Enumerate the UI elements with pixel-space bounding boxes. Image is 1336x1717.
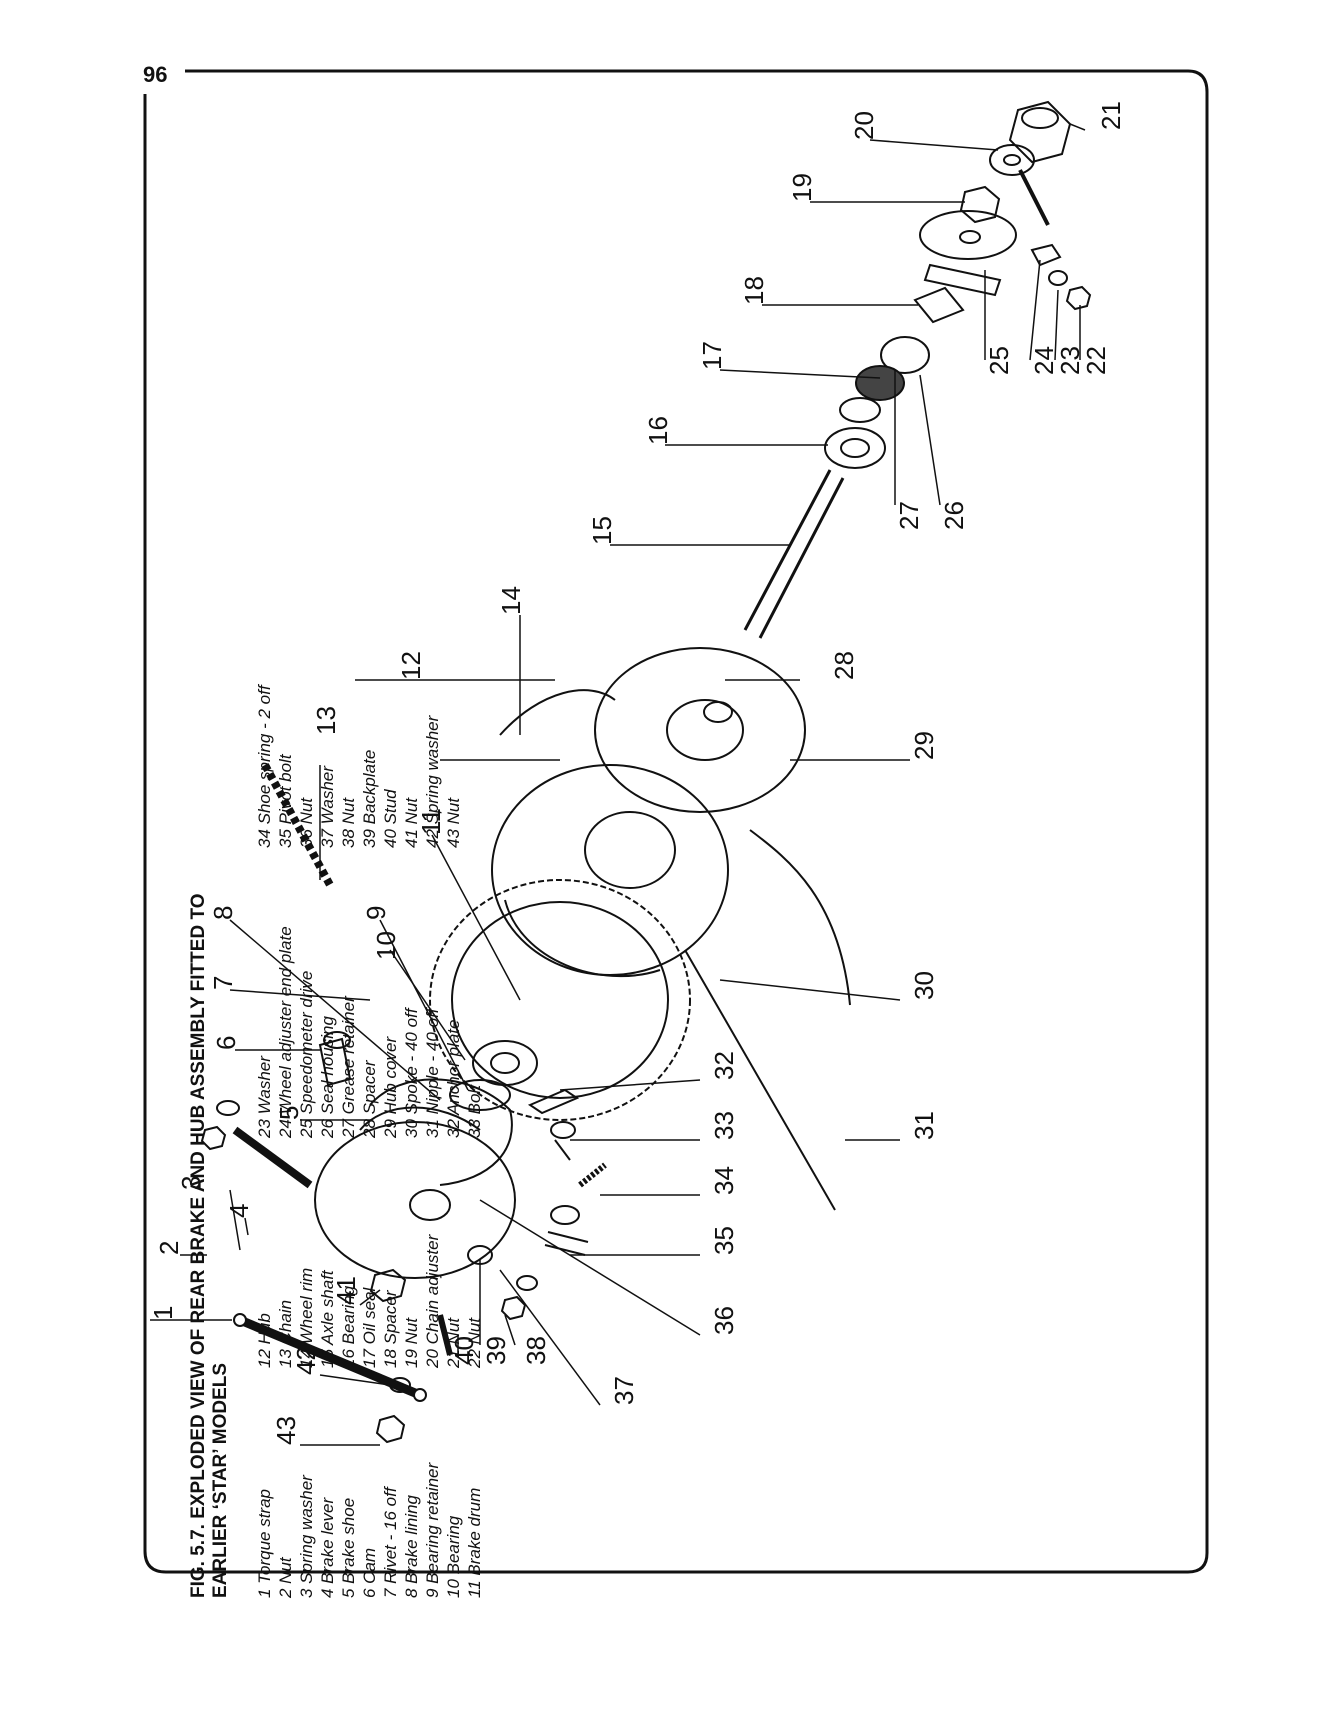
legend-item: 21 Nut: [444, 1317, 463, 1368]
legend-column-2: 12 Hub 13 Chain 14 Wheel rim 15 Axle sha…: [254, 1138, 485, 1368]
callout-36: 36: [709, 1306, 739, 1335]
legend-item: 24 Wheel adjuster end plate: [276, 926, 295, 1138]
legend-item: 6 Cam: [360, 1547, 379, 1598]
callout-41: 41: [331, 1276, 361, 1305]
legend-item: 9 Bearing retainer: [423, 1462, 442, 1598]
callout-17: 17: [697, 341, 727, 370]
legend-item: 22 Nut: [465, 1317, 484, 1368]
legend-item: 18 Spacer: [381, 1290, 400, 1369]
legend-item: 35 Pivot bolt: [276, 754, 295, 848]
callout-14: 14: [496, 586, 526, 615]
callout-5: 5: [274, 1106, 304, 1120]
legend-item: 26 Seal housing: [318, 1016, 337, 1138]
legend-item: 37 Washer: [318, 766, 337, 848]
legend-item: 29 Hub cover: [381, 1036, 400, 1138]
callout-7: 7: [208, 976, 238, 990]
legend-item: 33 Bolt: [465, 1085, 484, 1138]
legend-item: 4 Brake lever: [318, 1497, 337, 1598]
callout-8: 8: [208, 906, 238, 920]
legend-item: 28 Spacer: [360, 1060, 379, 1139]
legend-item: 36 Nut: [297, 797, 316, 848]
legend-item: 14 Wheel rim: [297, 1267, 316, 1368]
diagram-parts: [200, 100, 1092, 1444]
legend-item: 11 Brake drum: [465, 1487, 484, 1598]
legend-item: 3 Spring washer: [297, 1475, 316, 1598]
callout-19: 19: [787, 173, 817, 202]
legend-item: 43 Nut: [444, 797, 463, 848]
leader-lines: [150, 123, 1086, 1446]
callout-11: 11: [416, 808, 446, 835]
callout-43: 43: [271, 1416, 301, 1445]
callout-1: 1: [148, 1306, 178, 1320]
callout-12: 12: [396, 651, 426, 680]
callout-29: 29: [909, 731, 939, 760]
callout-35: 35: [709, 1226, 739, 1255]
callout-9: 9: [361, 906, 391, 920]
callout-40: 40: [449, 1336, 479, 1365]
legend-item: 25 Speedometer drive: [297, 970, 316, 1138]
callout-26: 26: [939, 501, 969, 530]
legend-item: 39 Backplate: [360, 749, 379, 848]
callout-42: 42: [291, 1346, 321, 1375]
callout-27: 27: [894, 501, 924, 530]
callout-33: 33: [709, 1111, 739, 1140]
callout-21: 21: [1096, 101, 1126, 130]
legend-item: 13 Chain: [276, 1299, 295, 1368]
callout-16: 16: [643, 416, 673, 445]
callout-37: 37: [609, 1376, 639, 1405]
callout-38: 38: [521, 1336, 551, 1365]
legend-panel: FIG. 5.7. EXPLODED VIEW OF REAR BRAKE AN…: [188, 198, 484, 1598]
callout-24: 24: [1029, 346, 1059, 375]
page-number: 96: [143, 62, 168, 87]
callout-23: 23: [1055, 346, 1085, 375]
callout-15: 15: [587, 516, 617, 545]
callout-28: 28: [829, 651, 859, 680]
figure-caption: FIG. 5.7. EXPLODED VIEW OF REAR BRAKE AN…: [188, 893, 231, 1598]
callout-3: 3: [176, 1176, 206, 1190]
callout-20: 20: [849, 111, 879, 140]
legend-item: 5 Brake shoe: [339, 1497, 358, 1598]
legend-item: 12 Hub: [255, 1313, 274, 1368]
legend-column-4: 34 Shoe spring - 2 off 35 Pivot bolt 36 …: [254, 588, 485, 848]
legend-column-3: 23 Washer 24 Wheel adjuster end plate 25…: [254, 848, 485, 1138]
legend-item: 23 Washer: [255, 1056, 274, 1138]
callout-25: 25: [984, 346, 1014, 375]
legend-item: 32 Anchor plate: [444, 1019, 463, 1138]
callout-2: 2: [154, 1241, 184, 1255]
legend-item: 15 Axle shaft: [318, 1270, 337, 1368]
callout-31: 31: [909, 1111, 939, 1140]
callout-10: 10: [371, 931, 401, 960]
callout-18: 18: [739, 276, 769, 305]
legend-item: 30 Spoke - 40 off: [402, 1008, 421, 1138]
legend-item: 40 Stud: [381, 789, 400, 848]
callout-6: 6: [211, 1036, 241, 1050]
callout-numbers: 1 2 3 4 5 6 7 8 9 10 11 12 13 14 15 16 1…: [148, 101, 1126, 1445]
parts-legend: 1 Torque strap 2 Nut 3 Spring washer 4 B…: [254, 198, 485, 1598]
callout-4: 4: [224, 1204, 254, 1218]
callout-30: 30: [909, 971, 939, 1000]
legend-item: 17 Oil seal: [360, 1287, 379, 1368]
callout-32: 32: [709, 1051, 739, 1080]
callout-34: 34: [709, 1166, 739, 1195]
callout-13: 13: [311, 706, 341, 735]
legend-item: 20 Chain adjuster: [423, 1234, 442, 1368]
legend-item: 2 Nut: [276, 1557, 295, 1598]
legend-item: 19 Nut: [402, 1317, 421, 1368]
legend-item: 31 Nipple - 40 off: [423, 1008, 442, 1138]
legend-item: 10 Bearing: [444, 1515, 463, 1598]
legend-item: 41 Nut: [402, 797, 421, 848]
callout-22: 22: [1081, 346, 1111, 375]
legend-item: 1 Torque strap: [255, 1489, 274, 1598]
legend-column-1: 1 Torque strap 2 Nut 3 Spring washer 4 B…: [254, 1368, 485, 1598]
legend-item: 38 Nut: [339, 797, 358, 848]
legend-item: 16 Bearing: [339, 1285, 358, 1368]
callout-39: 39: [481, 1336, 511, 1365]
legend-item: 8 Brake lining: [402, 1494, 421, 1598]
legend-item: 7 Rivet - 16 off: [381, 1487, 400, 1598]
legend-item: 42 Spring washer: [423, 715, 442, 848]
legend-item: 34 Shoe spring - 2 off: [255, 685, 274, 848]
legend-item: 27 Grease retainer: [339, 996, 358, 1138]
